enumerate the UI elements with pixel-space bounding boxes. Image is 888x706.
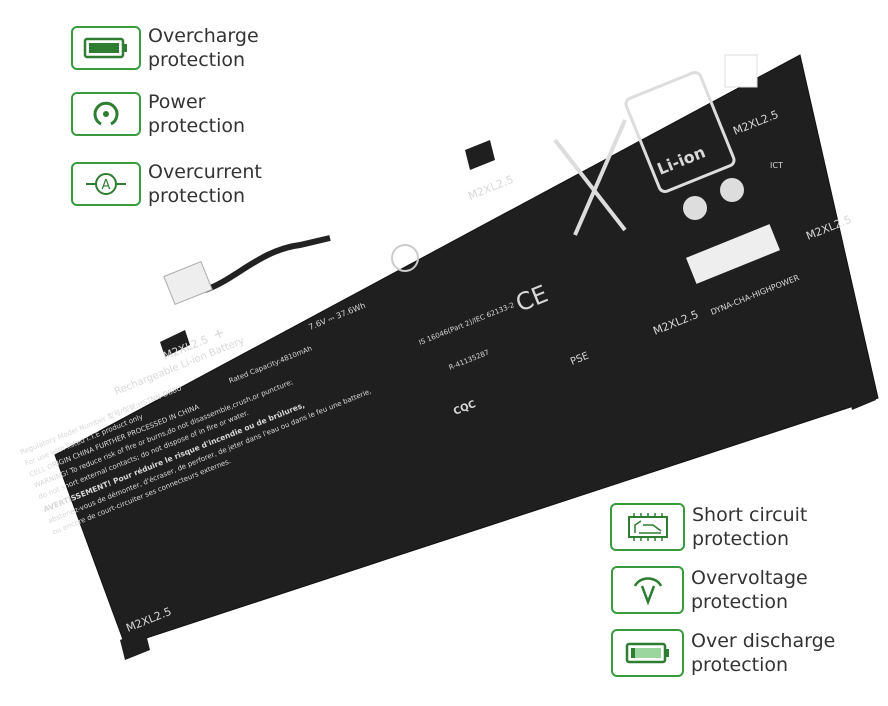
plus-mark: + — [211, 324, 228, 343]
feature-title: Over discharge — [691, 630, 836, 652]
feature-title: Overcurrent — [148, 161, 262, 183]
ict-mark: ICT — [770, 161, 783, 170]
feature-subtitle: protection — [148, 115, 246, 137]
recycle-icon — [624, 70, 736, 194]
feature-subtitle: protection — [692, 528, 790, 550]
feature-subtitle: protection — [691, 591, 789, 613]
battery-low-icon — [611, 629, 684, 677]
feature-title: Overvoltage — [691, 567, 808, 589]
power-icon — [71, 92, 141, 136]
battery-cable — [203, 235, 331, 293]
feature-title: Power — [148, 91, 206, 113]
battery-connector — [163, 260, 213, 306]
screw-mark: M2XL2.5 — [466, 173, 515, 203]
feature-title: Short circuit — [692, 504, 808, 526]
feature-title: Overcharge — [148, 25, 259, 47]
cert-icon — [720, 178, 744, 202]
circuit-board-icon — [610, 503, 685, 551]
crossed-bin-icon — [553, 119, 627, 236]
feature-subtitle: protection — [148, 185, 246, 207]
ammeter-icon: A — [71, 162, 141, 206]
feature-subtitle: protection — [691, 654, 789, 676]
cert-icon — [391, 244, 419, 272]
barcode-label — [686, 224, 780, 284]
cert-icon — [724, 54, 758, 88]
cert-icon — [683, 196, 707, 220]
voltmeter-icon — [611, 566, 684, 614]
battery-body — [54, 54, 879, 646]
battery-full-icon — [71, 26, 141, 70]
svg-text:A: A — [102, 178, 111, 193]
feature-subtitle: protection — [148, 49, 246, 71]
